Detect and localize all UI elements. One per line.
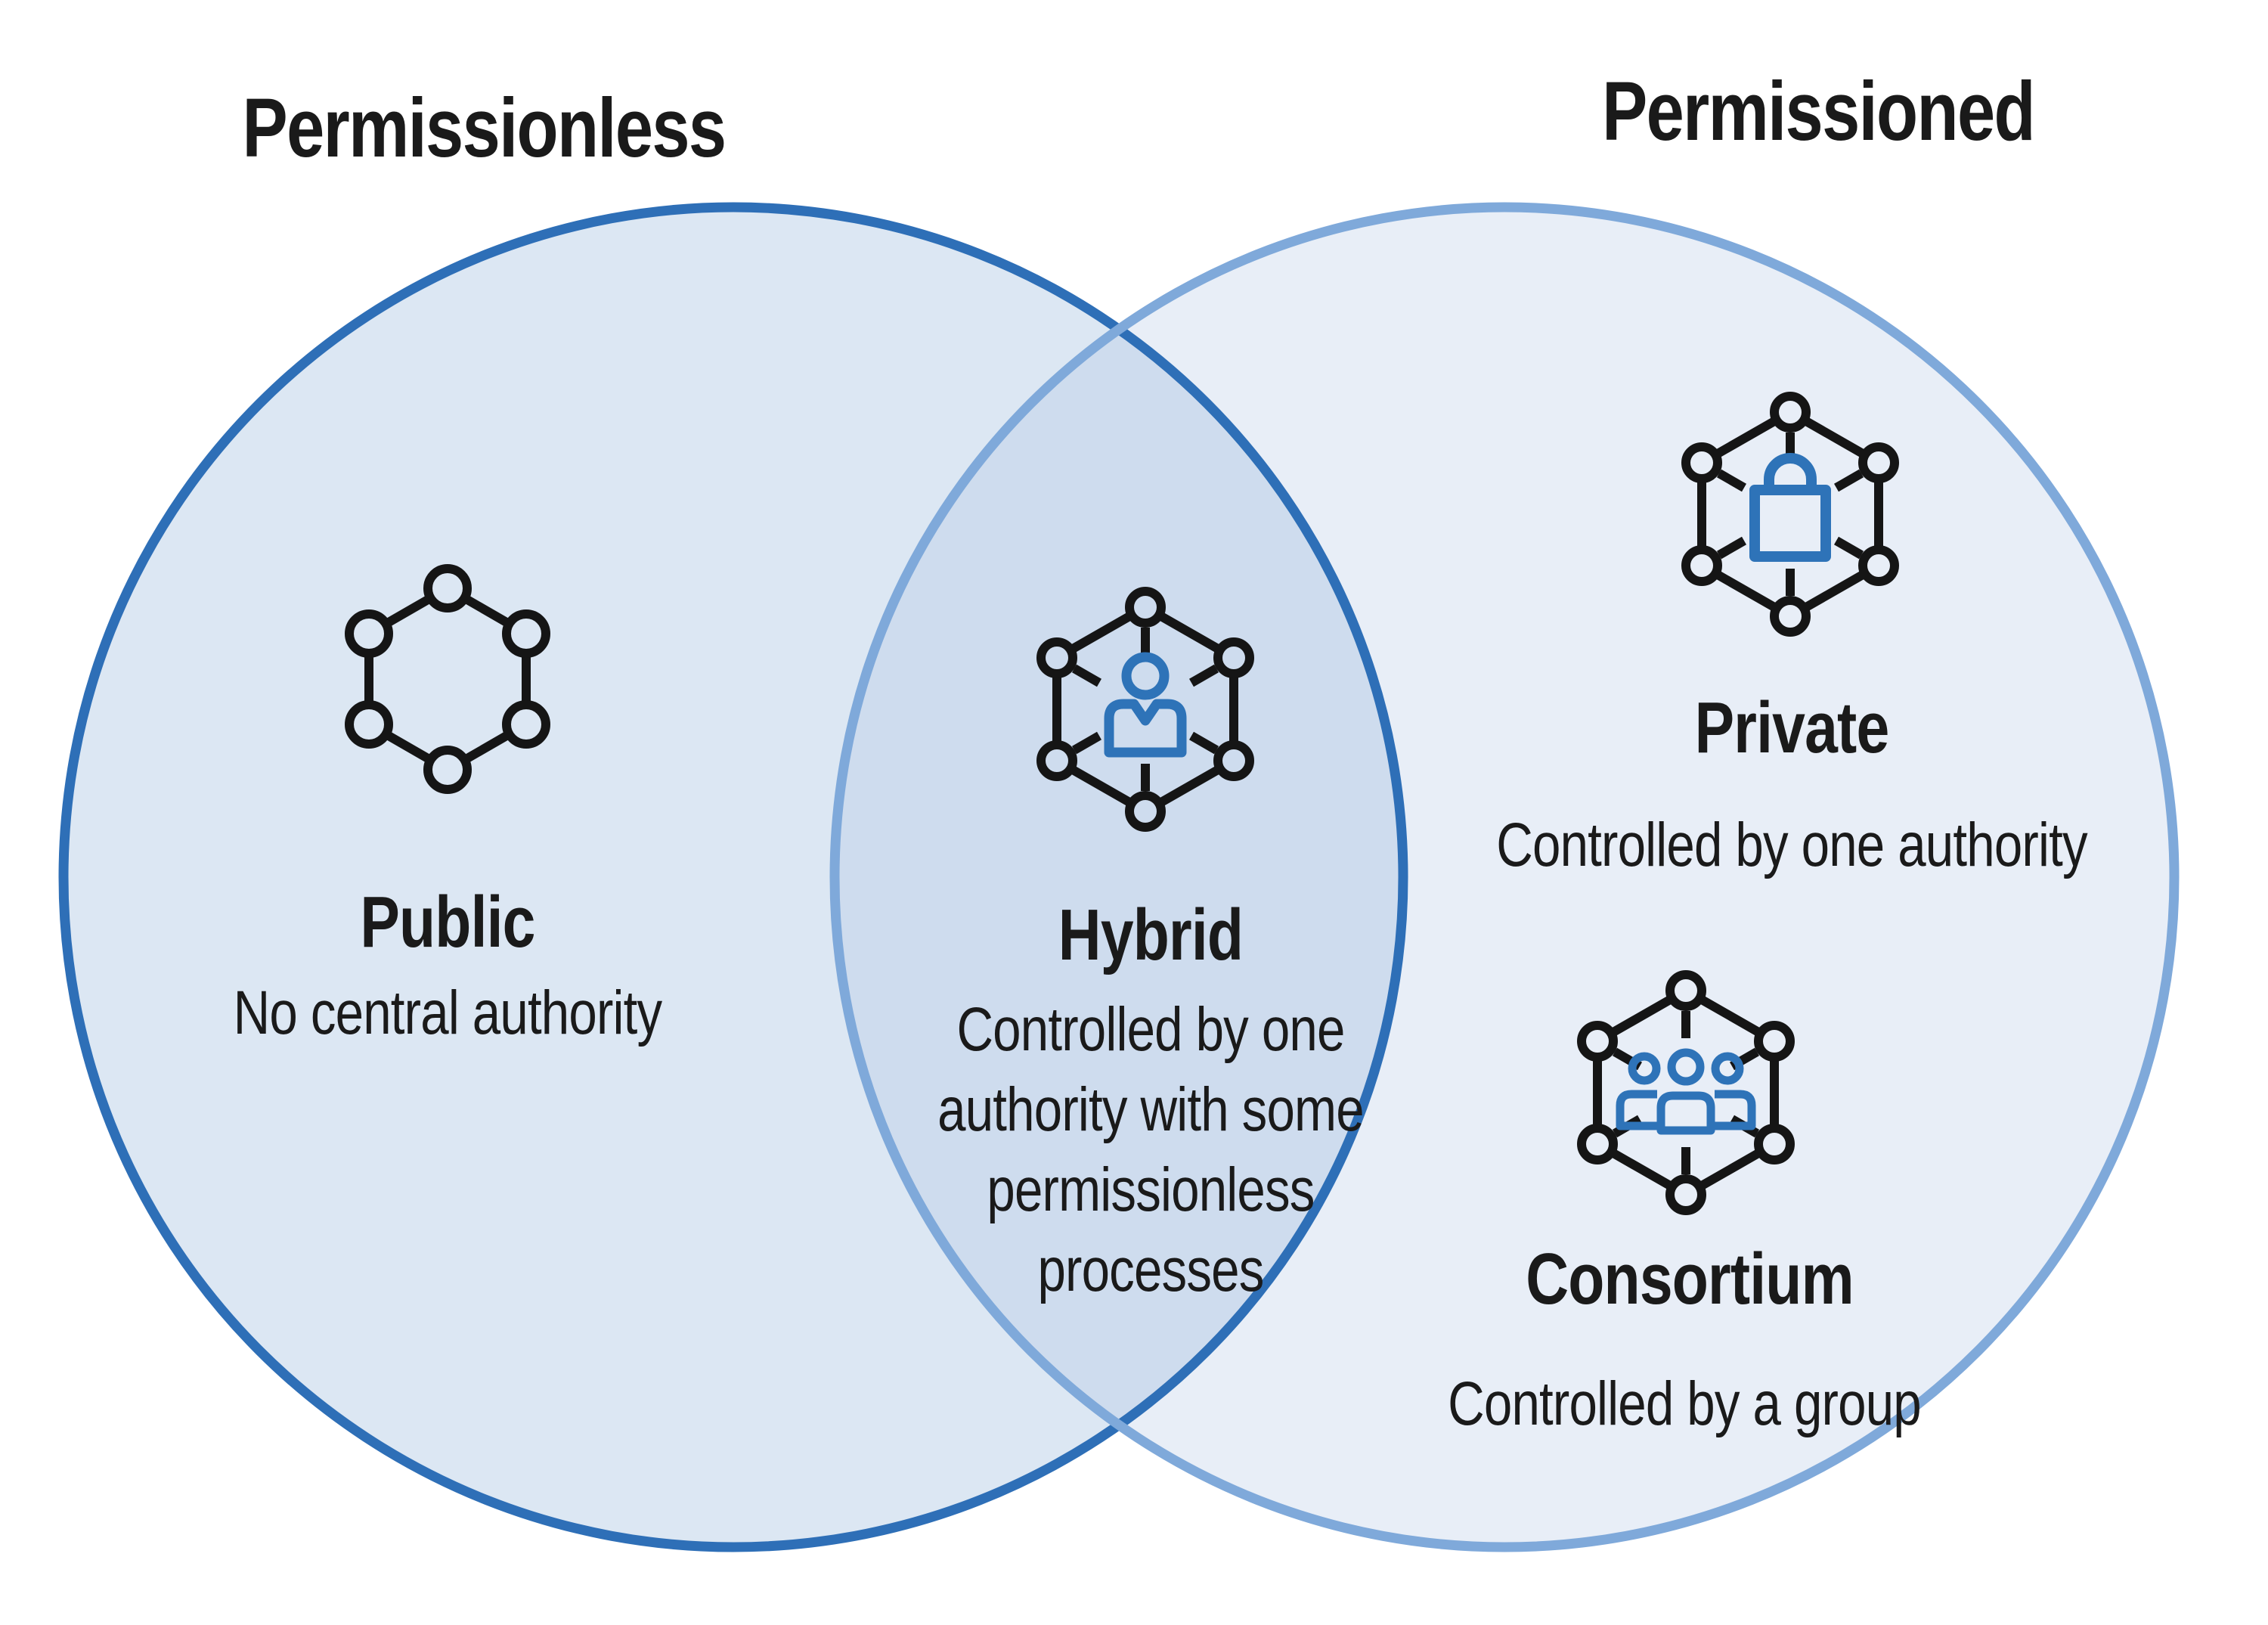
overlap-region bbox=[835, 207, 1403, 1547]
consortium-title: Consortium bbox=[1526, 1239, 1854, 1320]
permissioned-label: Permissioned bbox=[1602, 65, 2036, 158]
hybrid-subtitle: Controlled by one authority with some pe… bbox=[937, 995, 1365, 1304]
network-group-icon bbox=[1577, 970, 1795, 1215]
network-hexagon-icon bbox=[345, 564, 550, 794]
network-person-icon bbox=[1036, 587, 1254, 832]
group-icon bbox=[1616, 1048, 1756, 1135]
permissioned-circle-outline bbox=[829, 202, 2180, 1552]
consortium-subtitle: Controlled by a group bbox=[1448, 1369, 1922, 1438]
private-subtitle: Controlled by one authority bbox=[1496, 811, 2087, 879]
public-title: Public bbox=[360, 882, 535, 963]
hybrid-title: Hybrid bbox=[1058, 895, 1244, 975]
private-title: Private bbox=[1694, 687, 1890, 768]
lock-icon bbox=[1749, 453, 1831, 562]
network-lock-icon bbox=[1681, 392, 1899, 637]
permissionless-label: Permissionless bbox=[242, 82, 727, 175]
person-icon bbox=[1104, 652, 1187, 758]
public-subtitle: No central authority bbox=[233, 978, 662, 1047]
permissionless-circle-outline bbox=[58, 202, 1408, 1552]
